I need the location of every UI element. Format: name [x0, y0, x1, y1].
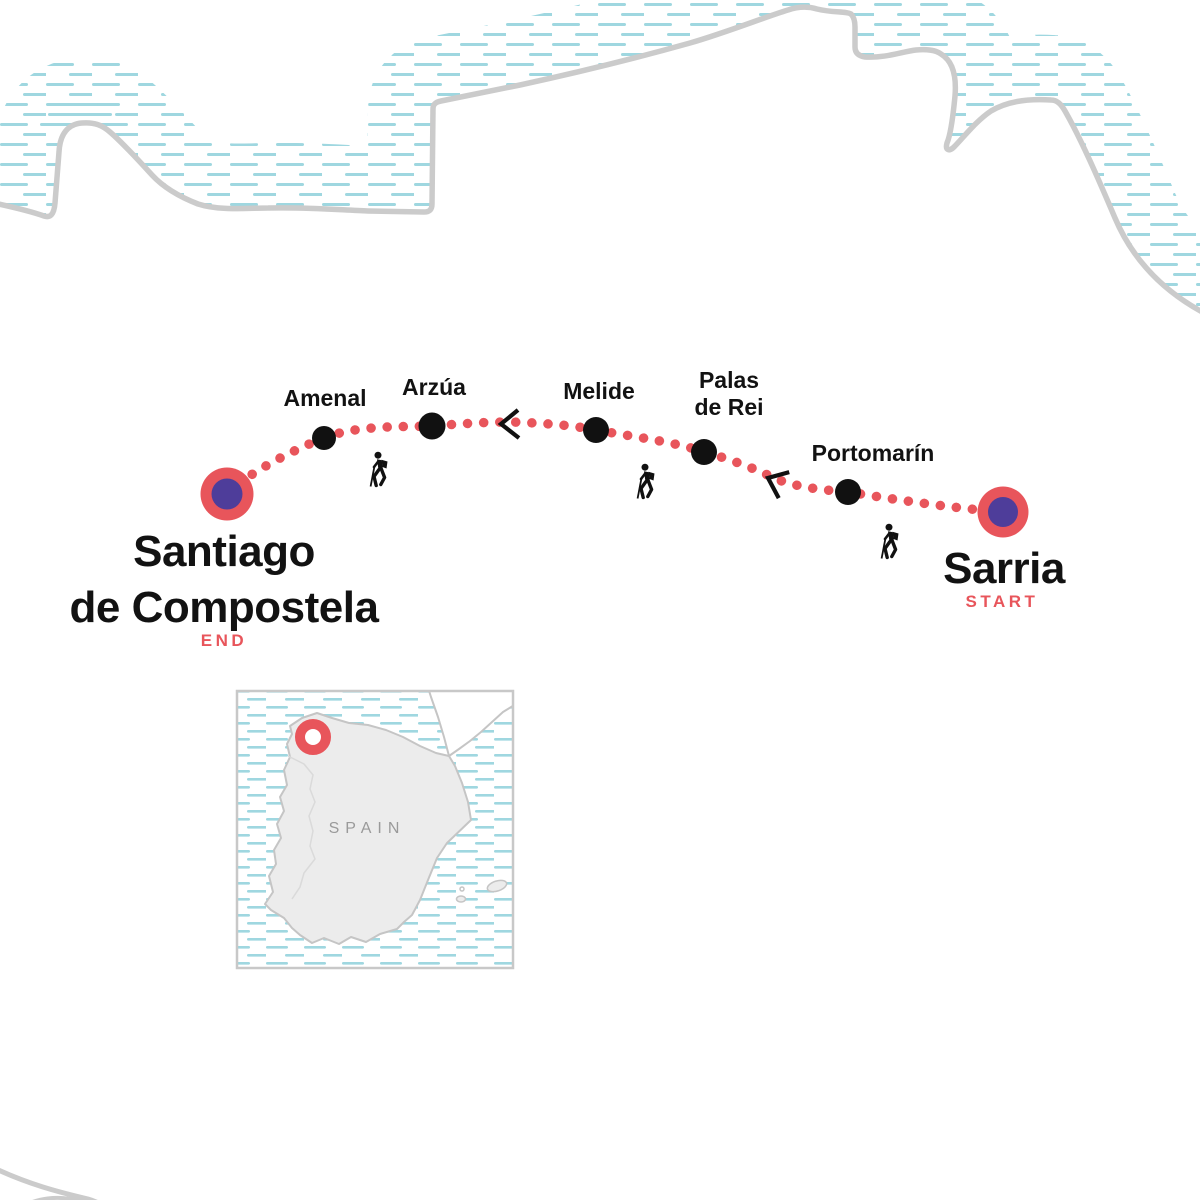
route-dotted-path [221, 417, 1008, 517]
inset-france-landmass [428, 691, 513, 757]
end-marker-santiago [200, 467, 254, 521]
inset-spain-landmass [264, 712, 472, 945]
inset-balearic-islands [455, 879, 508, 903]
waypoint-dot-palas-de-rei [691, 439, 717, 465]
end-city-label: Santiago de Compostela [70, 524, 379, 636]
start-tag-label: START [965, 592, 1039, 611]
inset-region-label: SPAIN [328, 820, 406, 837]
inset-map [235, 689, 515, 970]
waypoint-label-portomarin: Portomarín [811, 440, 935, 466]
waypoint-dot-arzua [418, 412, 446, 440]
end-city-line2: de Compostela [69, 583, 379, 632]
hiker-icon [635, 462, 657, 501]
coastline [0, 4, 1200, 314]
inset-portugal-border [287, 755, 316, 900]
hiker-icon [368, 450, 390, 489]
start-city-label: Sarria [943, 544, 1065, 593]
waypoint-label-palas-de-rei: Palas de Rei [694, 367, 763, 421]
waypoint-label-palas-line1: Palas [698, 367, 760, 393]
waypoint-label-arzua: Arzúa [402, 374, 466, 400]
start-marker-sarria [977, 486, 1029, 538]
waypoint-dot-melide [583, 417, 609, 443]
waypoint-label-melide: Melide [563, 378, 635, 404]
waypoint-dot-portomarin [835, 479, 861, 505]
inset-border [235, 689, 515, 970]
end-tag-label: END [200, 631, 248, 650]
shoreline-detail [0, 1167, 98, 1200]
inset-location-ring-icon [295, 719, 331, 755]
end-city-line1: Santiago [133, 527, 315, 576]
sea-hatching [0, 0, 1200, 314]
hiker-icon [879, 522, 901, 561]
waypoint-label-amenal: Amenal [283, 385, 367, 411]
waypoint-label-palas-line2: de Rei [694, 394, 764, 420]
waypoint-dot-amenal [312, 426, 336, 450]
